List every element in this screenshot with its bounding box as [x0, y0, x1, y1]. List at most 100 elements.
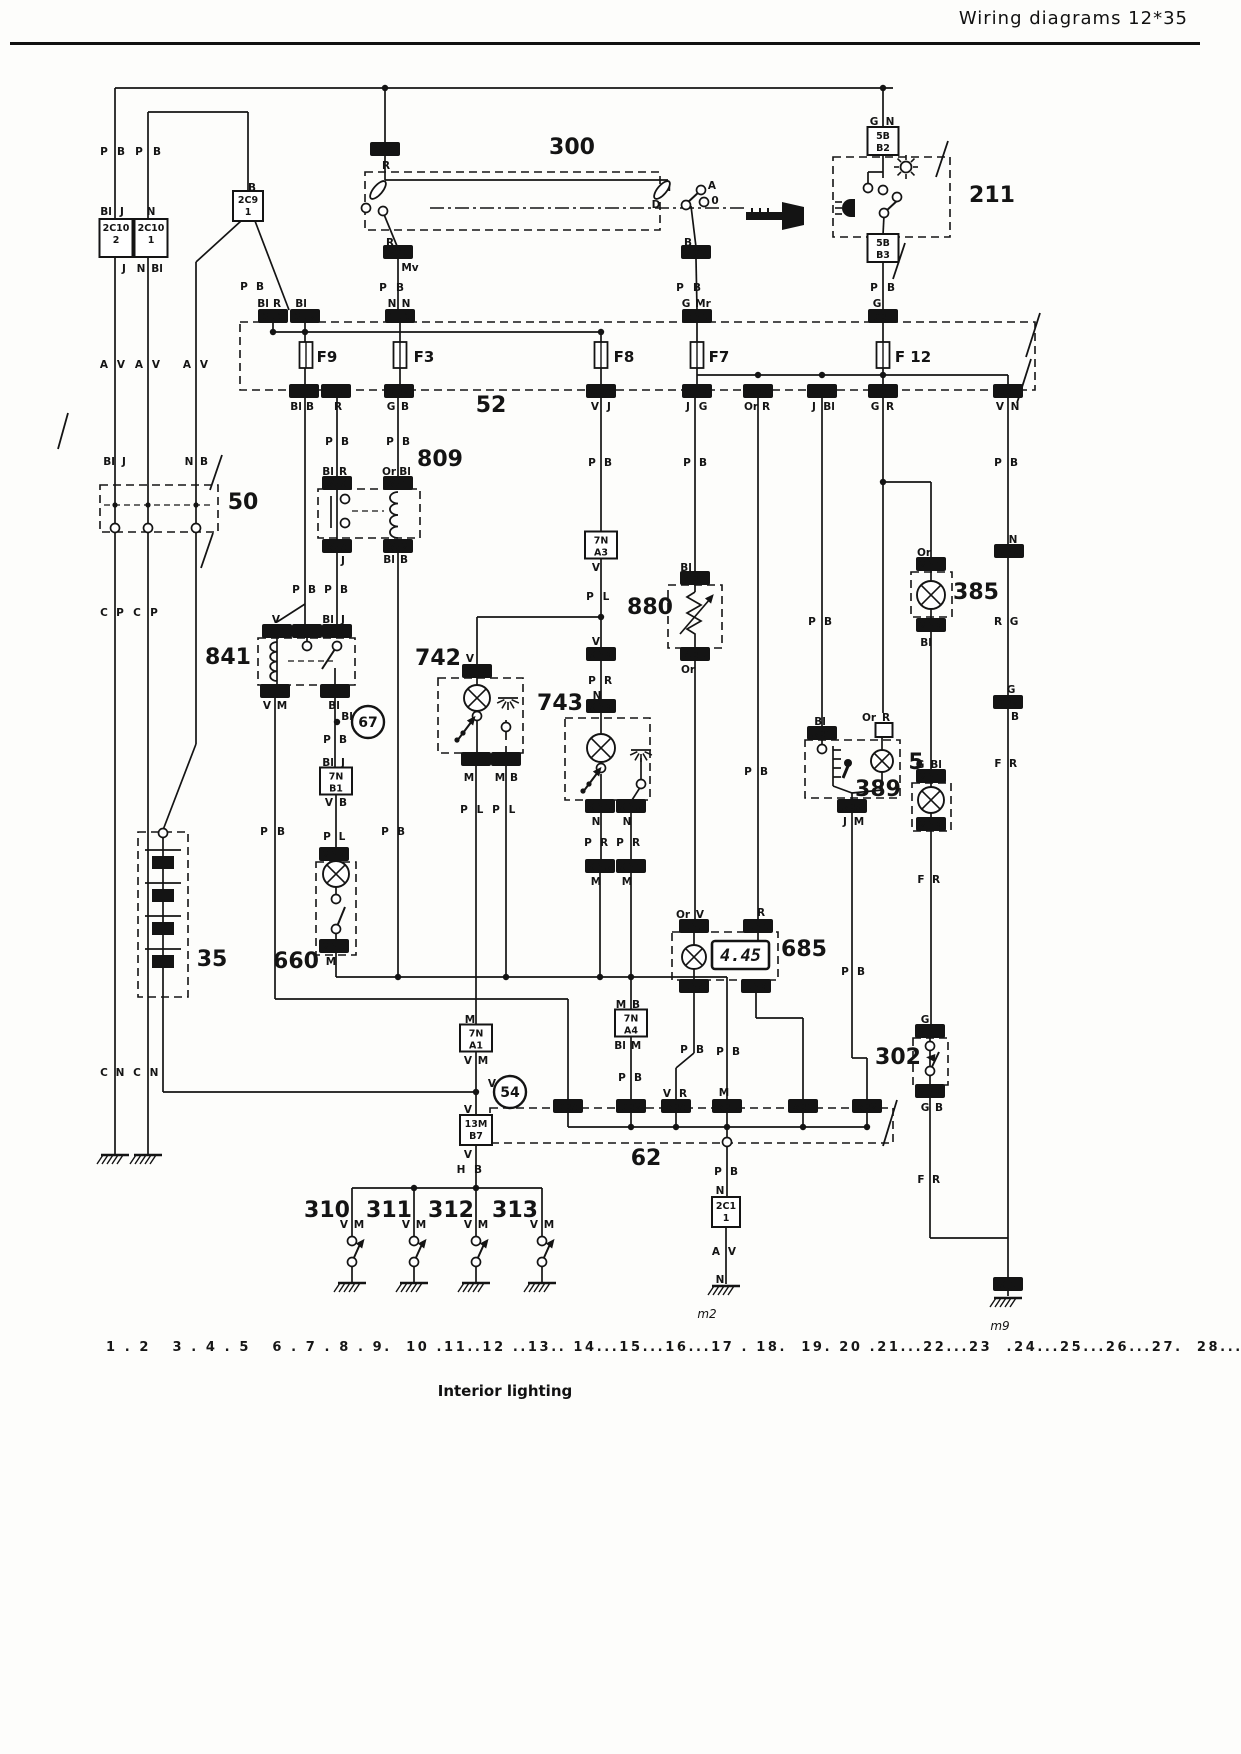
wire-color-label: J	[121, 456, 126, 468]
wire-color-label: Bl	[614, 1040, 626, 1052]
wire-color-label: V	[402, 1219, 411, 1231]
link-dot	[193, 502, 199, 508]
wire-color-label: Bl	[920, 637, 932, 649]
connector-label: 5B1	[793, 1102, 813, 1113]
wire-color-label: N	[402, 298, 411, 310]
wire-color-label: B	[1011, 711, 1019, 723]
lamp-cross	[873, 752, 891, 770]
wire-color-label: Bl	[295, 298, 307, 310]
wire-color-label: R	[382, 160, 390, 172]
connector-8B3	[743, 384, 773, 398]
key-icon-head	[782, 202, 804, 230]
switch-contact	[680, 199, 692, 211]
connector-label: 5V1	[388, 479, 409, 490]
wire-color-label: B	[396, 282, 404, 294]
lamp-cross	[467, 688, 487, 708]
page-title: Wiring diagrams 12*35	[958, 8, 1188, 29]
switch-contact	[924, 1065, 936, 1077]
ground-hatch	[96, 1154, 104, 1165]
connector-4M4	[679, 979, 709, 993]
connector-label: 2M1	[323, 942, 346, 953]
wire-junction	[799, 1123, 807, 1131]
ground-hatch	[538, 1282, 546, 1293]
wire	[254, 220, 290, 311]
wire-color-label: Bl	[341, 711, 353, 723]
connector-label: 5N1	[266, 627, 287, 638]
wire-color-label: P	[100, 146, 108, 158]
connector-3M3	[585, 859, 615, 873]
switch-contact	[346, 1235, 358, 1247]
arrow-head	[479, 1238, 489, 1249]
battery-cell	[152, 856, 174, 869]
wire-color-label: L	[477, 804, 484, 816]
connector-2N1	[258, 309, 288, 323]
connector-3M2	[462, 664, 492, 678]
wire-color-label: C	[100, 607, 108, 619]
fuse-label: F9	[317, 348, 338, 366]
battery-cell	[152, 889, 174, 902]
ground-hatch	[472, 1282, 480, 1293]
circled-ref	[492, 1074, 528, 1110]
connector-8B7	[807, 384, 837, 398]
arrow-head	[926, 1054, 936, 1062]
wire-color-label: R	[600, 837, 608, 849]
connector-label: 2G1	[387, 248, 408, 259]
connector-4B4	[680, 647, 710, 661]
connector-5B2	[852, 1099, 882, 1113]
lighter-knob-icon	[844, 759, 852, 767]
wire-color-label: B	[306, 401, 314, 413]
connector-3B3	[837, 799, 867, 813]
wire-color-label: B	[341, 436, 349, 448]
wire-junction	[596, 973, 604, 981]
wire-color-label: G	[871, 401, 880, 413]
connector-5N4	[322, 624, 352, 638]
connector-5V2	[383, 539, 413, 553]
wire	[679, 598, 711, 635]
connector-box-7N	[459, 1023, 493, 1053]
link-dot	[460, 730, 466, 736]
component-dashed-box	[257, 637, 356, 686]
wire-color-label: V	[996, 401, 1005, 413]
headlight-icon	[842, 199, 855, 217]
link-dot	[586, 781, 592, 787]
connector-7B4	[868, 384, 898, 398]
wire-color-label: P	[586, 591, 594, 603]
wire-color-label: V	[200, 359, 209, 371]
switch-contact	[878, 207, 890, 219]
connector-label: 3B1	[812, 729, 832, 740]
fuse-label: F8	[614, 348, 635, 366]
wire	[695, 258, 698, 311]
open-junction	[721, 1136, 733, 1148]
connector-box-label: 7N	[594, 536, 609, 547]
connector-label: 4M2	[745, 982, 768, 993]
wire-color-label: F	[917, 1174, 924, 1186]
wire-color-label: R	[632, 837, 640, 849]
ground-hatch	[101, 1154, 109, 1165]
connector-label: 4M3	[683, 922, 706, 933]
connector-box-5B	[866, 233, 900, 263]
wire-color-label: M	[478, 1219, 488, 1231]
wire-color-label: B	[402, 436, 410, 448]
harness-slash	[882, 1099, 898, 1147]
wire-color-label: P	[325, 436, 333, 448]
wire-color-label: M	[465, 1014, 475, 1026]
wire-color-label: V	[466, 653, 475, 665]
wire-color-label: P	[714, 1166, 722, 1178]
switch-contact	[500, 721, 512, 733]
wire-color-label: B	[400, 554, 408, 566]
wire-color-label: V	[530, 1219, 539, 1231]
wire-color-label: G	[921, 1014, 930, 1026]
wire-color-label: V	[591, 401, 600, 413]
wire	[675, 1052, 695, 1069]
wire-junction	[502, 973, 510, 981]
wire-color-label: N	[623, 816, 632, 828]
wire-junction	[597, 328, 605, 336]
wire-color-label: J	[606, 401, 611, 413]
ground-ref-label: m9	[990, 1319, 1009, 1333]
connector-3M2	[586, 699, 616, 713]
wire-color-label: V	[728, 1246, 737, 1258]
connector-label: 5V2	[388, 542, 409, 553]
wire-color-label: M	[622, 876, 632, 888]
wire-color-label: P	[683, 457, 691, 469]
